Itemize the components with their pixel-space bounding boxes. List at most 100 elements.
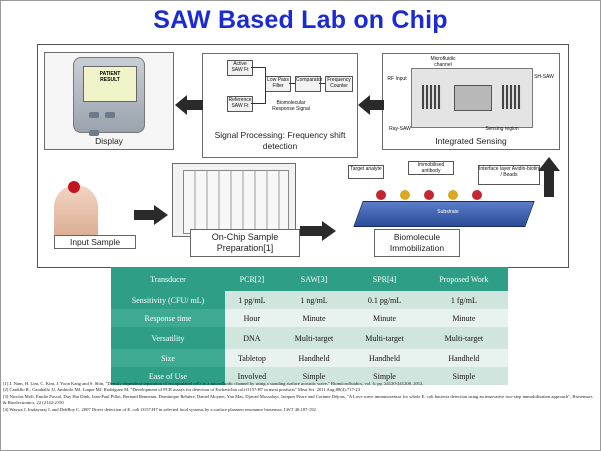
table-cell: Handheld	[278, 349, 350, 367]
comparison-table: Transducer PCR[2] SAW[3] SPR[4] Proposed…	[111, 267, 508, 385]
lab-on-chip-diagram: PATIENT RESULT Display Active SAW Ft Low…	[37, 44, 569, 268]
table-header-cell: SPR[4]	[349, 267, 420, 291]
table-cell: Multi-target	[419, 327, 508, 349]
row-label: Versatility	[111, 327, 225, 349]
sp-block-frequency-counter: Frequency Counter	[325, 76, 353, 92]
idt-left	[422, 85, 442, 109]
antibody-marker	[448, 190, 458, 200]
antibody-marker	[472, 190, 482, 200]
biomolecule-panel: Substrate Target analyte Immobilised ant…	[338, 161, 544, 241]
antibody-marker	[424, 190, 434, 200]
sp-connector	[251, 67, 265, 68]
arrow-prep-to-bio	[300, 221, 336, 241]
table-cell: 0.1 pg/mL	[349, 291, 420, 309]
table-cell: Simple	[278, 367, 350, 385]
table-row: Size Tabletop Handheld Handheld Handheld	[111, 349, 508, 367]
table-cell: Simple	[349, 367, 420, 385]
label-sensing-region: Sensing region	[485, 126, 519, 132]
sp-block-low-pass: Low Pass Filter	[265, 76, 291, 92]
row-label: Ease of Use	[111, 367, 225, 385]
label-sh-saw: SH-SAW	[534, 74, 554, 80]
table-cell: Simple	[419, 367, 508, 385]
table-header-cell: Transducer	[111, 267, 225, 291]
display-panel: PATIENT RESULT Display	[44, 52, 174, 150]
device-buttons	[88, 106, 130, 136]
device-button	[89, 130, 99, 136]
label-interface-layer: Interface layer Avidin-biotin / Beads	[478, 165, 540, 185]
sp-connector	[265, 67, 266, 104]
device-screen-line1: PATIENT	[99, 71, 121, 77]
row-label: Size	[111, 349, 225, 367]
on-chip-prep-label: On-Chip Sample Preparation[1]	[190, 229, 300, 257]
device-button	[89, 112, 99, 118]
antibody-markers	[376, 187, 506, 203]
table-cell: Handheld	[349, 349, 420, 367]
reference-item: [2] Cardillo R., Caraballo JJ, Andriolo …	[3, 387, 360, 393]
table-cell: Multi-target	[278, 327, 350, 349]
arrow-is-to-sp	[358, 95, 384, 115]
label-rf-input: RF Input	[387, 76, 407, 82]
table-cell: Hour	[225, 309, 279, 327]
table-cell: Minute	[349, 309, 420, 327]
table-header-cell: SAW[3]	[278, 267, 350, 291]
microfluidic-chip-image	[183, 170, 289, 234]
blood-drop	[68, 181, 80, 193]
table-cell: Involved	[225, 367, 279, 385]
input-sample-label: Input Sample	[54, 235, 136, 249]
table-cell: DNA	[225, 327, 279, 349]
table-cell: Handheld	[419, 349, 508, 367]
table-cell: Tabletop	[225, 349, 279, 367]
table-row: Ease of Use Involved Simple Simple Simpl…	[111, 367, 508, 385]
antibody-marker	[400, 190, 410, 200]
table-header-row: Transducer PCR[2] SAW[3] SPR[4] Proposed…	[111, 267, 508, 291]
reference-item: [4] Waswa J, Irudayaraj J, and DebRoy C.…	[3, 406, 316, 412]
reference-item: [1] J. Nam, H. Lim, C. Kim, J. Yoon Kang…	[3, 381, 424, 386]
sp-block-response-signal: Biomolecular Response Signal	[269, 100, 313, 114]
arrow-sp-to-display	[175, 95, 203, 115]
slide-title: SAW Based Lab on Chip	[153, 6, 448, 34]
signal-processing-label: Signal Processing: Frequency shift detec…	[214, 130, 346, 151]
sensing-region	[454, 85, 492, 111]
label-microfluidic-channel: Microfluidic channel	[430, 56, 456, 68]
table-row: Response time Hour Minute Minute Minute	[111, 309, 508, 327]
sp-block-reference-saw: Reference SAW Ft	[227, 96, 253, 112]
row-label: Response time	[111, 309, 225, 327]
table-row: Versatility DNA Multi-target Multi-targe…	[111, 327, 508, 349]
table-cell: Minute	[278, 309, 350, 327]
table-header-cell: Proposed Work	[419, 267, 508, 291]
table-cell: 1 fg/mL	[419, 291, 508, 309]
label-substrate: Substrate	[437, 209, 459, 215]
table-cell: Minute	[419, 309, 508, 327]
sp-block-comparator: Comparator	[295, 76, 322, 92]
table-cell: 1 ng/mL	[278, 291, 350, 309]
saw-chip-image	[411, 68, 533, 128]
table-cell: 1 pg/mL	[225, 291, 279, 309]
sp-connector	[319, 83, 325, 84]
arrow-input-to-prep	[134, 205, 168, 225]
arrow-bio-to-is	[538, 157, 560, 197]
device-button	[105, 112, 115, 118]
device-screen-line2: RESULT	[100, 77, 120, 83]
sp-block-active-saw: Active SAW Ft	[227, 60, 253, 76]
idt-right	[502, 85, 522, 109]
label-ray-saw: Ray-SAW	[389, 126, 411, 132]
device-screen: PATIENT RESULT	[83, 66, 137, 102]
integrated-sensing-panel: Microfluidic channel RF Input SH-SAW Ray…	[382, 53, 560, 150]
row-label: Sensitivity (CFU/ mL)	[111, 291, 225, 309]
label-target-analyte: Target analyte	[348, 165, 384, 179]
reference-item: [3] Nicolas Moll, Emilie Pascal, Duy Hai…	[3, 393, 593, 406]
table-row: Sensitivity (CFU/ mL) 1 pg/mL 1 ng/mL 0.…	[111, 291, 508, 309]
biomolecule-label: Biomolecule Immobilization	[374, 229, 460, 257]
sp-connector	[289, 83, 295, 84]
sp-connector	[251, 103, 265, 104]
integrated-sensing-label: Integrated Sensing	[435, 136, 507, 146]
display-label: Display	[95, 136, 123, 146]
signal-processing-panel: Active SAW Ft Low Pass Filter Comparator…	[202, 53, 358, 158]
handheld-device-image: PATIENT RESULT	[73, 57, 145, 136]
table-header-cell: PCR[2]	[225, 267, 279, 291]
references: [1] J. Nam, H. Lim, C. Kim, J. Yoon Kang…	[3, 381, 595, 413]
table-cell: Multi-target	[349, 327, 420, 349]
on-chip-prep-panel	[172, 163, 296, 237]
label-immobilised-antibody: Immobilised antibody	[408, 161, 454, 175]
antibody-marker	[376, 190, 386, 200]
